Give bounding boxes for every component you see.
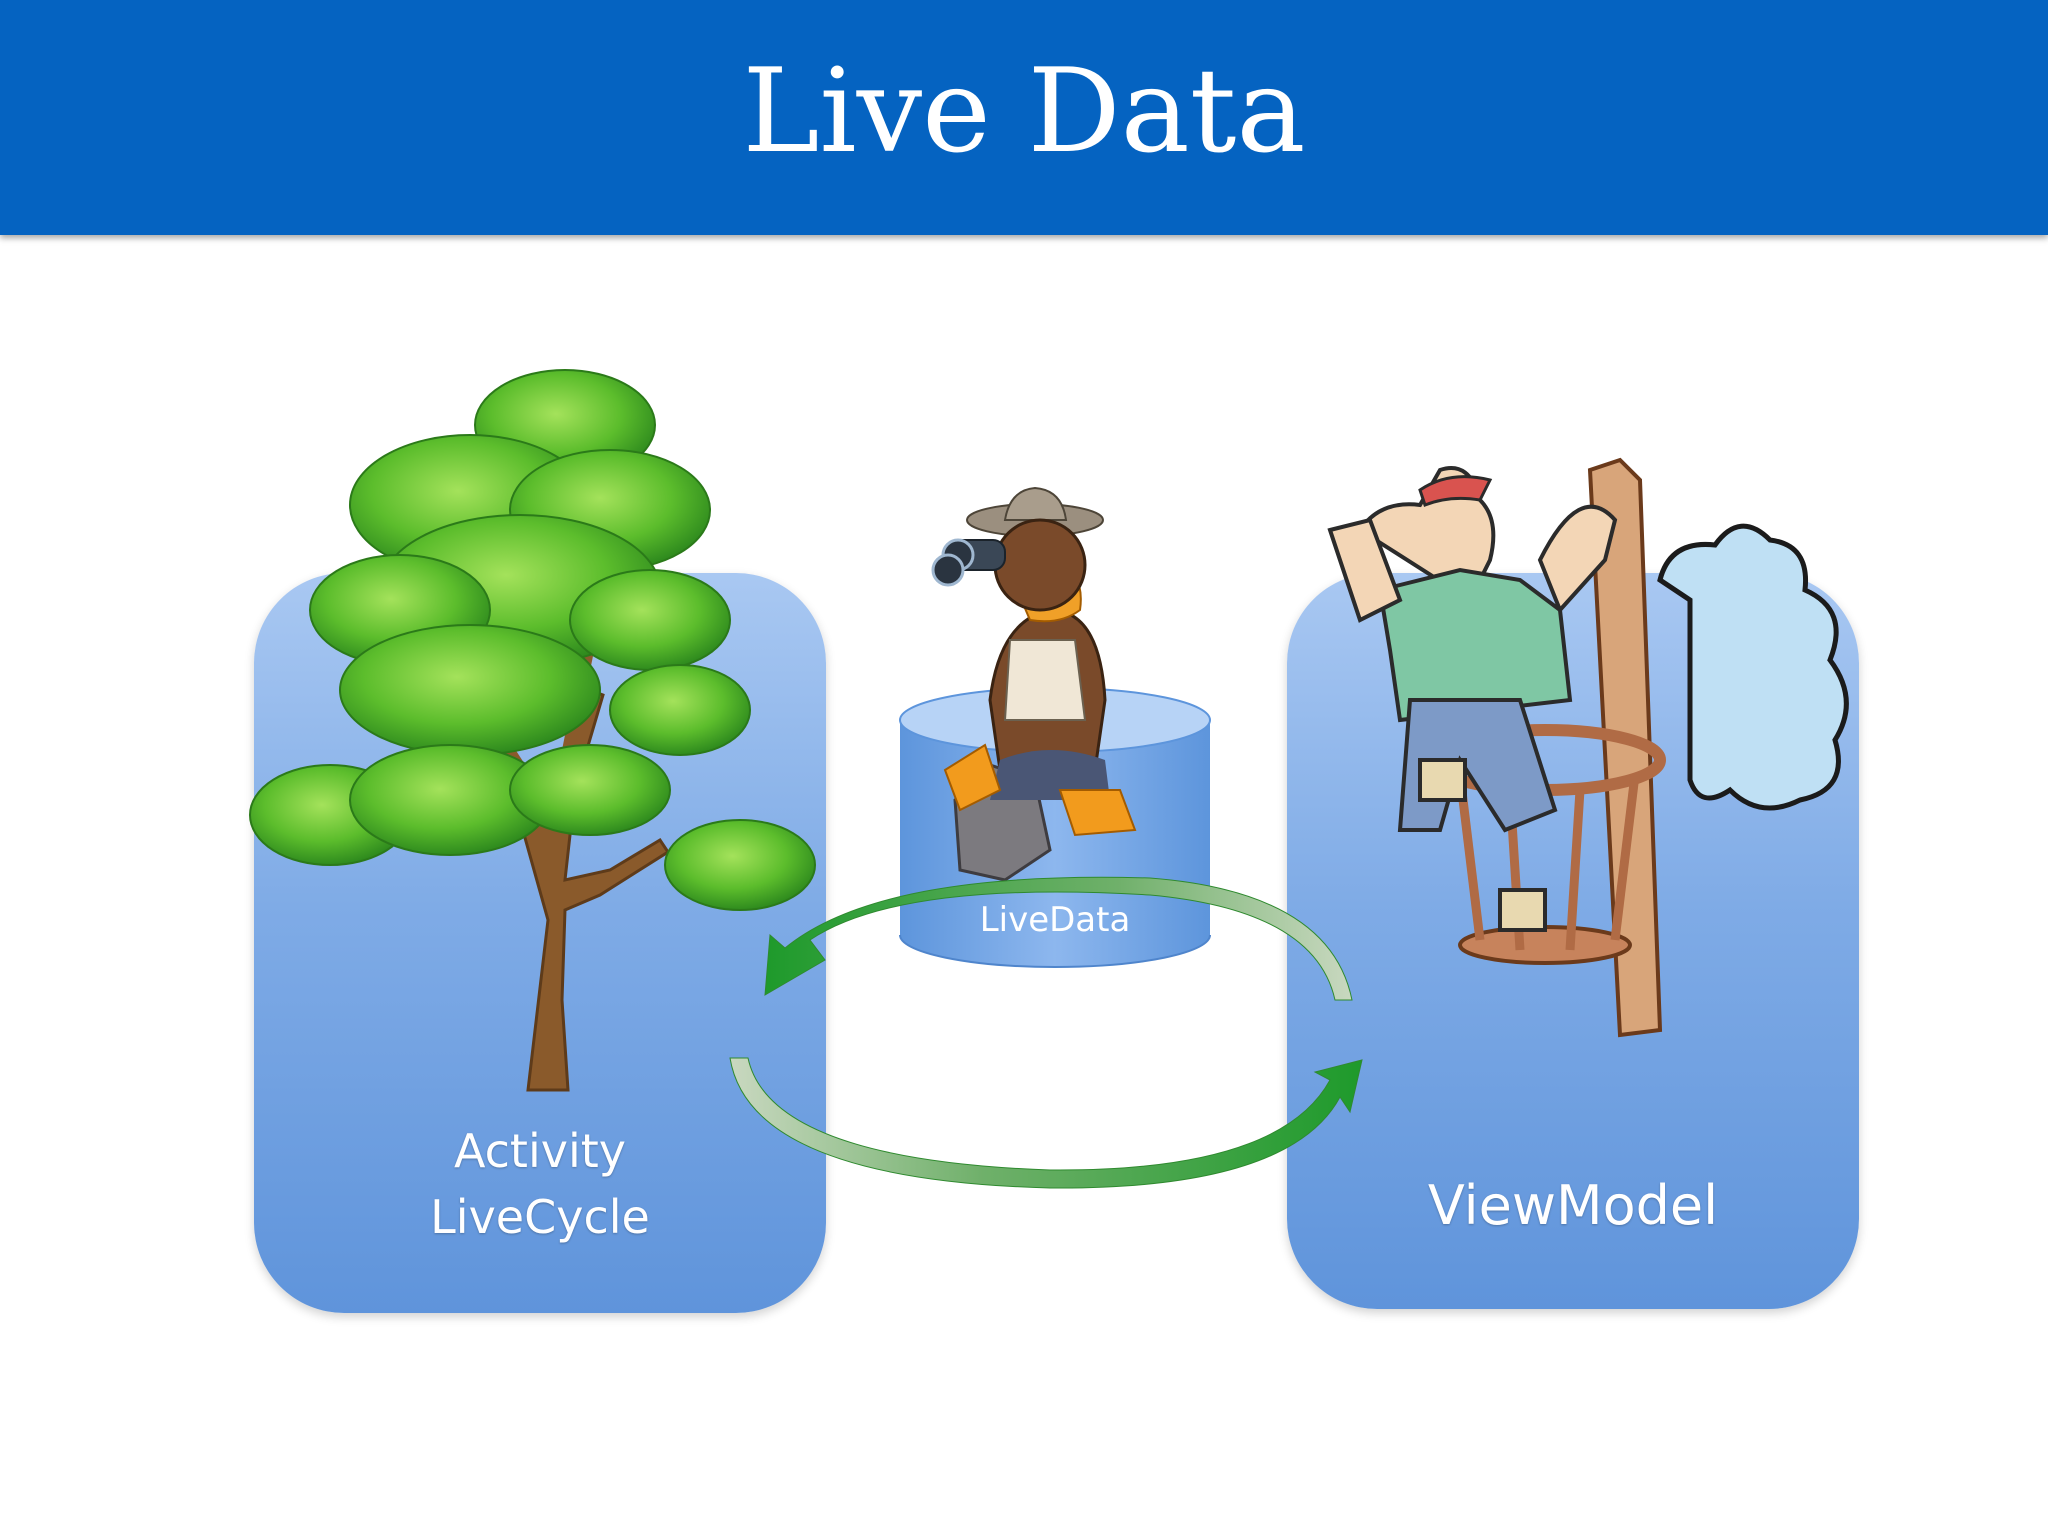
cycle-arrows xyxy=(729,876,1363,1189)
livedata-label: LiveData xyxy=(979,900,1131,940)
activity-label-line2: LiveCycle xyxy=(430,1190,650,1244)
activity-label-line1: Activity xyxy=(453,1124,627,1178)
title-bar: Live Data xyxy=(0,0,2048,235)
viewmodel-label: ViewModel xyxy=(1427,1174,1719,1237)
arrow-to-activity xyxy=(764,876,1353,1001)
activity-label: Activity LiveCycle xyxy=(254,1118,826,1250)
slide-title: Live Data xyxy=(742,43,1306,179)
arrow-to-viewmodel xyxy=(729,1057,1363,1189)
tree-illustration xyxy=(249,369,816,1092)
lookout-sailor-illustration xyxy=(1327,457,1849,1038)
penguin-explorer-illustration xyxy=(931,486,1137,882)
